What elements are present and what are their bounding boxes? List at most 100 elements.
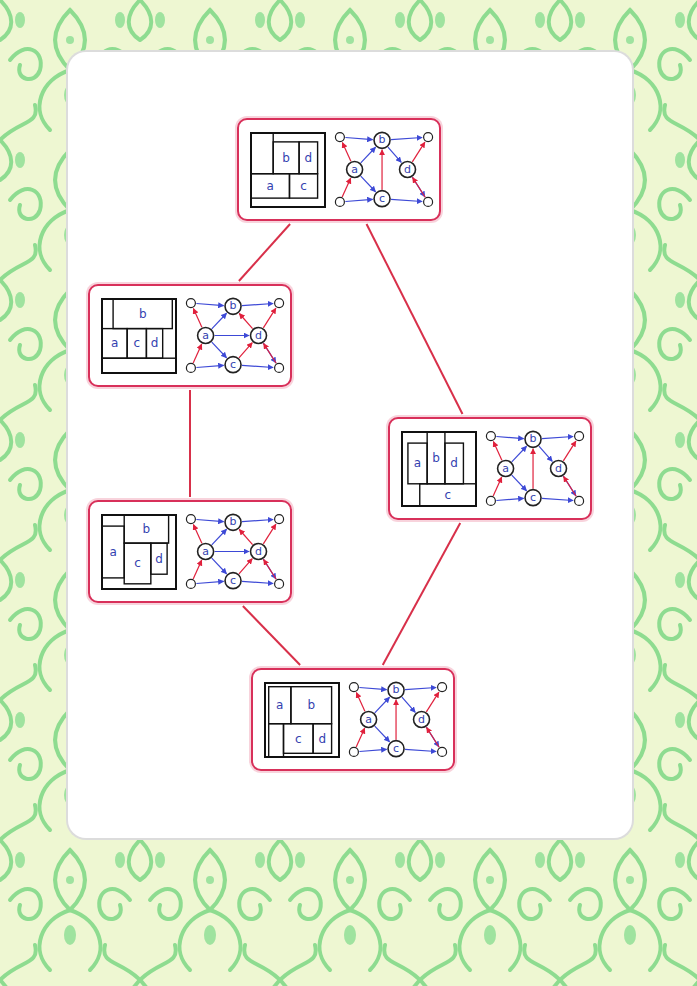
lattice-card: badcbadc <box>88 500 292 603</box>
graph-arrow <box>239 559 252 574</box>
vertex-label: a <box>202 330 209 341</box>
graph-vertex <box>424 197 433 206</box>
room-label: c <box>134 557 141 569</box>
graph-vertex <box>225 357 241 373</box>
floorplan <box>402 432 476 506</box>
graph-arrow <box>564 477 577 497</box>
room-label: d <box>155 552 163 564</box>
vertex-label: d <box>404 164 411 175</box>
graph-arrow <box>391 199 422 201</box>
vertex-label: c <box>230 575 236 586</box>
room-label: c <box>300 180 307 192</box>
graph-arrow <box>539 446 552 461</box>
graph-vertex <box>275 579 284 588</box>
dual-graph <box>335 132 432 206</box>
room-outline <box>284 724 314 754</box>
graph-vertex <box>388 682 404 698</box>
graph-arrow <box>359 688 386 690</box>
graph-vertex <box>374 132 390 148</box>
graph-arrow <box>405 688 436 690</box>
graph-vertex <box>225 514 241 530</box>
room-label: b <box>432 452 440 464</box>
dual-graph <box>349 682 446 756</box>
vertex-label: c <box>530 492 536 503</box>
graph-arrow <box>239 343 252 358</box>
floorplan <box>102 515 176 589</box>
dual-graph <box>486 431 583 505</box>
graph-arrow <box>193 525 202 544</box>
graph-vertex <box>225 573 241 589</box>
floorplan-outline <box>102 299 176 373</box>
room-label: c <box>445 489 452 501</box>
room-outline <box>146 329 162 359</box>
room-label: c <box>133 337 140 349</box>
room-outline <box>408 443 427 484</box>
graph-vertex <box>275 299 284 308</box>
graph-arrow <box>263 343 276 363</box>
graph-arrow <box>345 199 372 201</box>
room-outline <box>102 358 176 373</box>
room-outline <box>445 443 464 484</box>
lattice-card: abcdbadc <box>251 668 455 771</box>
graph-arrow <box>196 520 223 522</box>
graph-arrow <box>242 581 273 583</box>
graph-arrow <box>193 309 202 328</box>
room-outline <box>124 543 151 584</box>
graph-arrow <box>196 581 223 583</box>
vertex-label: b <box>393 685 400 696</box>
room-outline <box>289 174 317 198</box>
graph-vertex <box>388 741 404 757</box>
graph-arrow <box>427 728 440 748</box>
graph-vertex <box>251 544 267 560</box>
graph-arrow <box>242 304 273 306</box>
graph-vertex <box>186 515 195 524</box>
graph-arrow <box>342 178 351 197</box>
graph-vertex <box>486 496 495 505</box>
room-label: d <box>305 152 313 164</box>
floorplan-outline <box>265 683 339 757</box>
room-outline <box>269 687 291 724</box>
graph-vertex <box>251 328 267 344</box>
graph-vertex <box>414 712 430 728</box>
lattice-card: bacdbadc <box>88 284 292 387</box>
lattice-edge <box>367 224 463 414</box>
graph-vertex <box>335 197 344 206</box>
graph-vertex <box>186 579 195 588</box>
room-label: b <box>143 523 151 535</box>
graph-vertex <box>225 298 241 314</box>
vertex-label: a <box>202 546 209 557</box>
graph-arrow <box>212 558 227 574</box>
room-label: b <box>307 699 315 711</box>
white-mat <box>68 52 632 838</box>
graph-arrow <box>426 692 439 712</box>
room-outline <box>102 526 124 578</box>
graph-vertex <box>275 515 284 524</box>
graph-vertex <box>525 431 541 447</box>
graph-vertex <box>498 461 514 477</box>
floorplan <box>251 133 325 207</box>
graph-vertex <box>349 747 358 756</box>
graph-arrow <box>563 441 576 461</box>
floorplan <box>102 299 176 373</box>
graph-vertex <box>486 432 495 441</box>
vertex-label: c <box>379 193 385 204</box>
room-outline <box>427 432 445 484</box>
graph-arrow <box>563 476 576 496</box>
room-label: d <box>151 337 159 349</box>
graph-arrow <box>375 697 390 713</box>
graph-arrow <box>375 726 390 742</box>
dual-graph <box>186 298 283 372</box>
graph-arrow <box>361 176 376 192</box>
graph-vertex <box>335 133 344 142</box>
vertex-label: d <box>555 463 562 474</box>
lattice-card: bdacbadc <box>237 118 441 221</box>
graph-arrow <box>496 498 523 500</box>
graph-arrow <box>263 559 276 579</box>
room-label: a <box>111 337 118 349</box>
floorplan-outline <box>102 515 176 589</box>
graph-arrow <box>395 700 396 740</box>
room-outline <box>313 724 332 754</box>
room-label: b <box>139 308 147 320</box>
graph-arrow <box>264 344 277 364</box>
